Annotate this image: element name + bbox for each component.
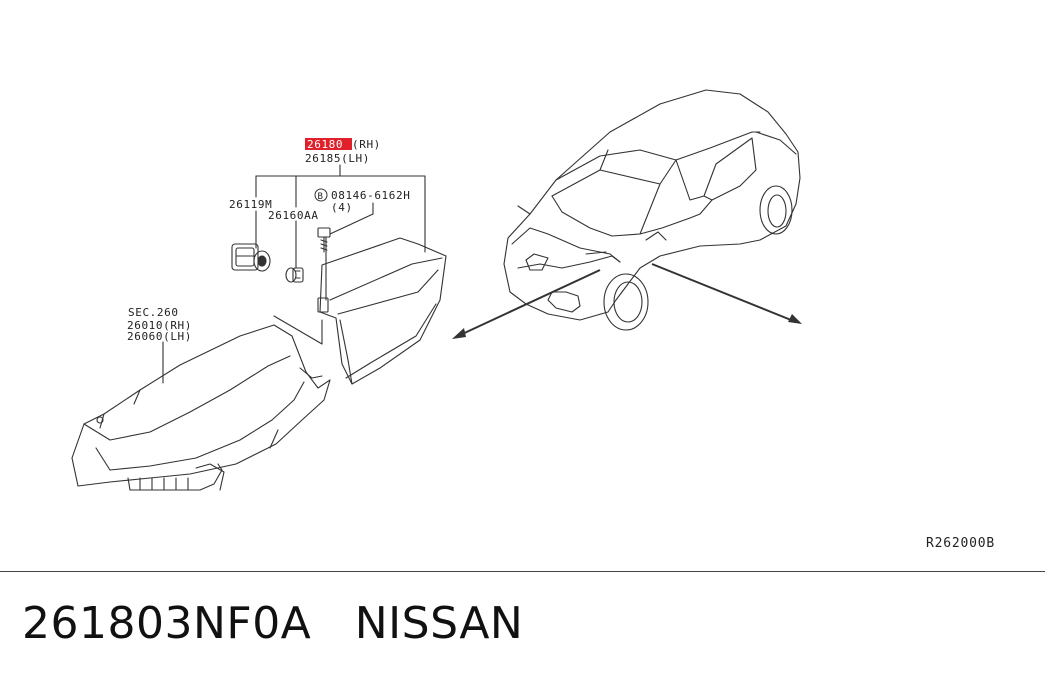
bulb-icon <box>285 267 304 283</box>
callout-sec-ref[interactable]: SEC.260 <box>128 306 179 319</box>
headlamp-assembly-part <box>71 324 331 491</box>
footer-divider <box>0 571 1045 572</box>
car-outline <box>503 89 801 331</box>
callout-26119m[interactable]: 26119M <box>229 198 272 211</box>
bolt-icon <box>317 227 331 253</box>
diagram-canvas: 26180 (RH) 26185(LH) 26119M 26160AA B 08… <box>71 89 995 551</box>
footer-caption: 261803NF0A NISSAN <box>22 598 523 649</box>
headlamp-cover-part <box>273 237 447 385</box>
callout-part-rh-side: (RH) <box>352 138 381 151</box>
callout-part-rh-number[interactable]: 26180 <box>307 138 343 151</box>
callout-sec-lh[interactable]: 26060(LH) <box>127 330 192 343</box>
callout-bolt-qty: (4) <box>331 201 353 214</box>
callout-bolt-code[interactable]: 08146-6162H <box>331 189 410 202</box>
footer-brand: NISSAN <box>354 598 524 649</box>
callout-leaders <box>162 164 426 384</box>
bulb-socket-icon <box>231 243 271 272</box>
callout-part-lh[interactable]: 26185(LH) <box>305 152 370 165</box>
diagram-reference-code: R262000B <box>926 536 995 551</box>
callout-sec-rh[interactable]: 26010(RH) <box>127 319 192 332</box>
bolt-marker-circle <box>314 188 328 202</box>
bolt-marker-letter: B <box>318 192 324 202</box>
footer-part-number: 261803NF0A <box>22 598 312 649</box>
callout-26160aa[interactable]: 26160AA <box>268 209 319 222</box>
location-arrows <box>452 263 802 339</box>
part-highlight-box <box>305 138 352 150</box>
footer-spacer <box>311 598 354 649</box>
